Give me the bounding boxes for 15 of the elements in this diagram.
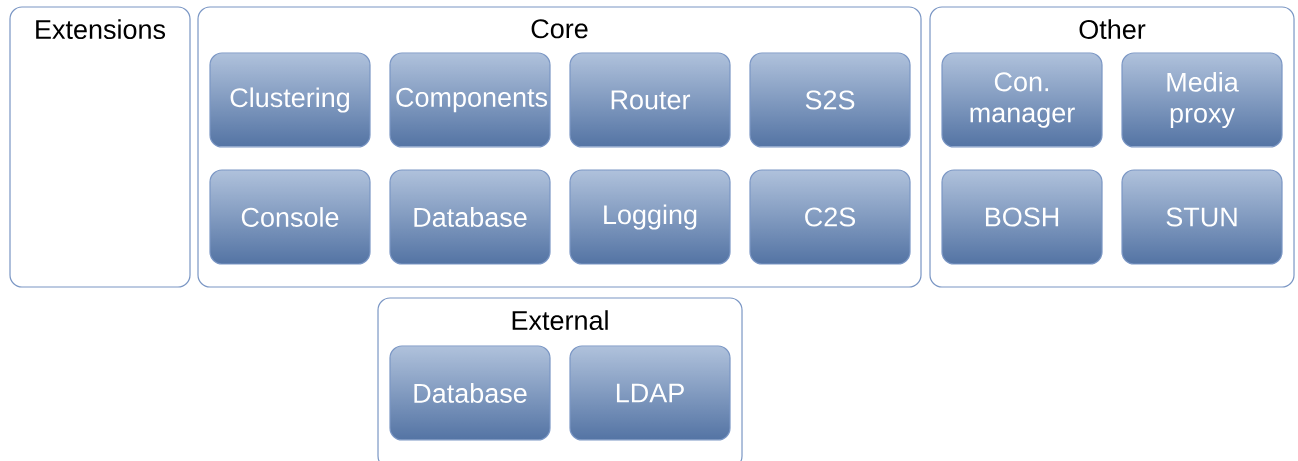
module-box: Media proxy: [1121, 52, 1283, 148]
module-box: C2S: [749, 169, 911, 265]
module-box: Router: [569, 52, 731, 148]
module-box: Database: [389, 169, 551, 265]
module-box: S2S: [749, 52, 911, 148]
module-box: Components: [389, 52, 551, 148]
module-box: Database: [389, 345, 551, 441]
module-box: Logging: [569, 169, 731, 265]
module-box: Con. manager: [941, 52, 1103, 148]
module-box: Console: [209, 169, 371, 265]
module-box: STUN: [1121, 169, 1283, 265]
module-box: LDAP: [569, 345, 731, 441]
module-box: BOSH: [941, 169, 1103, 265]
module-box: Clustering: [209, 52, 371, 148]
group-box: Extensions: [9, 6, 191, 288]
